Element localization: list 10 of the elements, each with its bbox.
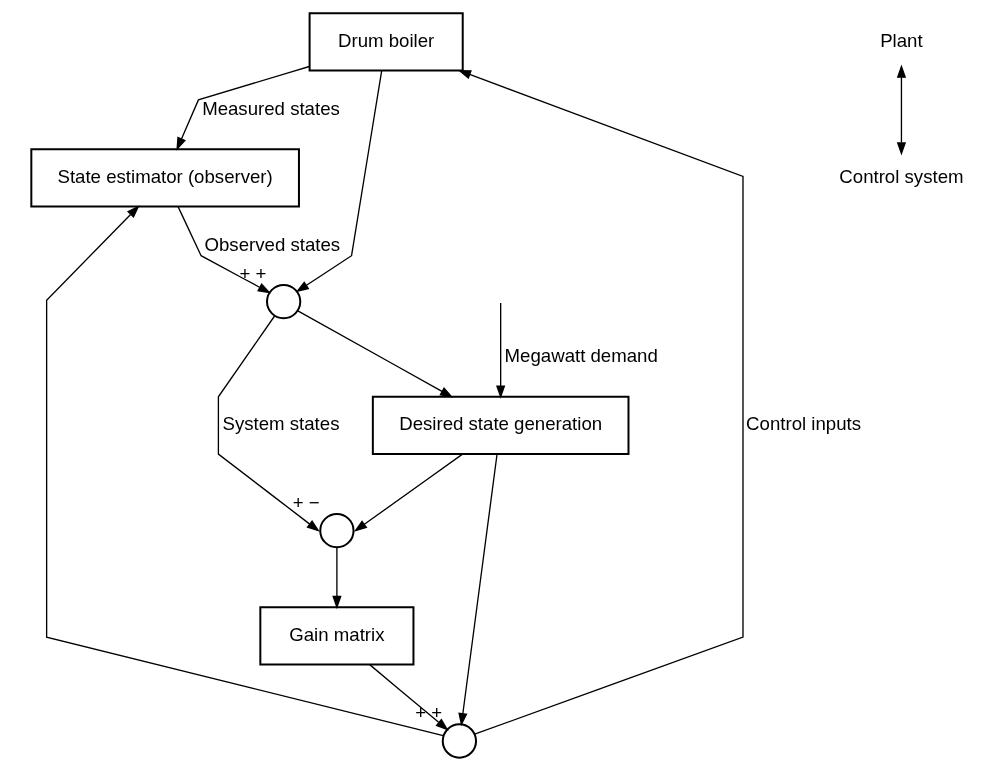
node-label: + + bbox=[239, 262, 267, 284]
label: Plant bbox=[880, 29, 923, 51]
edge-label: Megawatt demand bbox=[504, 345, 658, 367]
edge-label: Observed states bbox=[204, 233, 341, 255]
edge-label: Measured states bbox=[202, 97, 340, 119]
node-label: + + bbox=[415, 702, 443, 724]
node-label: + − bbox=[292, 491, 320, 513]
edge-label: Control inputs bbox=[746, 413, 862, 435]
label: Control system bbox=[839, 165, 964, 187]
edge-label: System states bbox=[222, 413, 340, 435]
